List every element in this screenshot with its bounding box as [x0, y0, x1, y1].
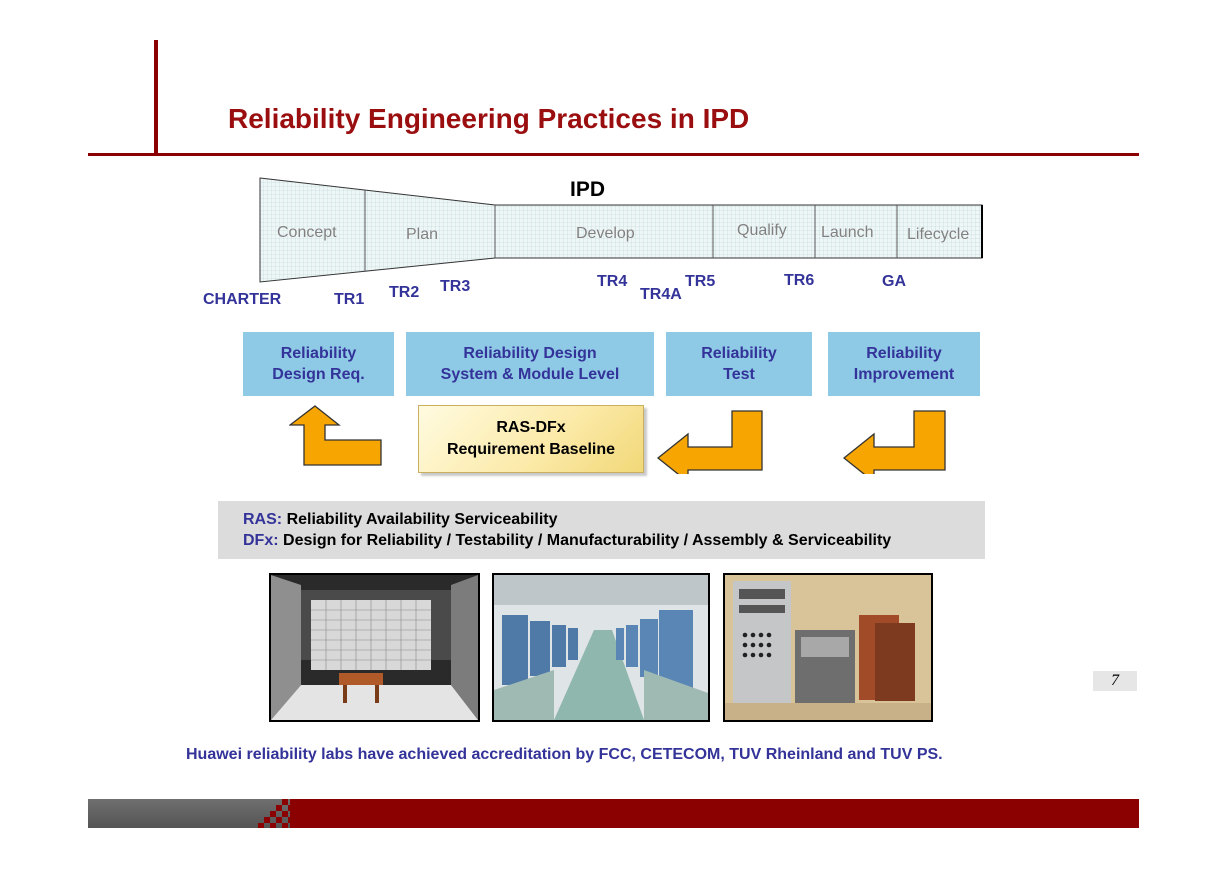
glossary-term: DFx:	[243, 532, 279, 549]
stage-label-line: Reliability	[866, 345, 942, 362]
stage-label-line: Design Req.	[272, 366, 365, 383]
left-arrow-icon	[842, 410, 946, 474]
lab-photo-test-racks	[723, 573, 933, 722]
stage-label-line: Test	[723, 366, 755, 383]
glossary-definition: Reliability Availability Serviceability	[286, 511, 558, 528]
stage-label-line: System & Module Level	[440, 366, 620, 383]
checkpoint-tr5: TR5	[685, 273, 716, 290]
checkpoint-tr2: TR2	[389, 284, 420, 301]
checkpoint-tr6: TR6	[784, 272, 815, 289]
checkpoint-tr4: TR4	[597, 273, 628, 290]
phase-qualify: Qualify	[737, 222, 787, 239]
glossary-ras: RAS: Reliability Availability Serviceabi…	[243, 509, 558, 531]
checkpoint-ga: GA	[882, 273, 906, 290]
glossary-box: RAS: Reliability Availability Serviceabi…	[218, 501, 985, 559]
ipd-label: IPD	[570, 178, 606, 201]
checkpoint-tr3: TR3	[440, 278, 471, 295]
footer-checker-pattern	[258, 799, 294, 828]
phase-concept: Concept	[277, 224, 337, 241]
footer-band-red	[290, 799, 1139, 828]
checkpoint-tr4a: TR4A	[640, 286, 682, 303]
checkpoint-tr1: TR1	[334, 291, 365, 308]
lab-photo-test-hall	[492, 573, 710, 722]
baseline-title: RAS-DFx	[496, 419, 566, 436]
checkpoint-charter: CHARTER	[203, 291, 282, 308]
accreditation-note: Huawei reliability labs have achieved ac…	[186, 746, 943, 763]
phase-launch: Launch	[821, 224, 874, 241]
slide-title: Reliability Engineering Practices in IPD	[228, 103, 750, 134]
phase-plan: Plan	[406, 226, 439, 243]
baseline-subtitle: Requirement Baseline	[446, 441, 616, 458]
page-number: 7	[1093, 671, 1137, 691]
stage-label-line: Reliability Design	[463, 345, 597, 362]
stage-label-line: Improvement	[853, 366, 955, 383]
header-rule	[88, 153, 1139, 156]
ras-dfx-baseline-box: RAS-DFx Requirement Baseline	[418, 405, 644, 473]
header-accent-bar	[154, 40, 158, 154]
glossary-term: RAS:	[243, 511, 283, 528]
lab-photo-anechoic-chamber	[269, 573, 480, 722]
phase-lifecycle: Lifecycle	[907, 226, 970, 243]
glossary-definition: Design for Reliability / Testability / M…	[283, 532, 892, 549]
glossary-dfx: DFx: Design for Reliability / Testabilit…	[243, 530, 891, 552]
up-arrow-icon	[289, 405, 382, 466]
ipd-funnel	[259, 177, 983, 283]
stage-label-line: Reliability	[280, 345, 357, 362]
stage-label-line: Reliability	[701, 345, 777, 362]
left-arrow-icon	[656, 410, 763, 474]
phase-develop: Develop	[576, 225, 635, 242]
